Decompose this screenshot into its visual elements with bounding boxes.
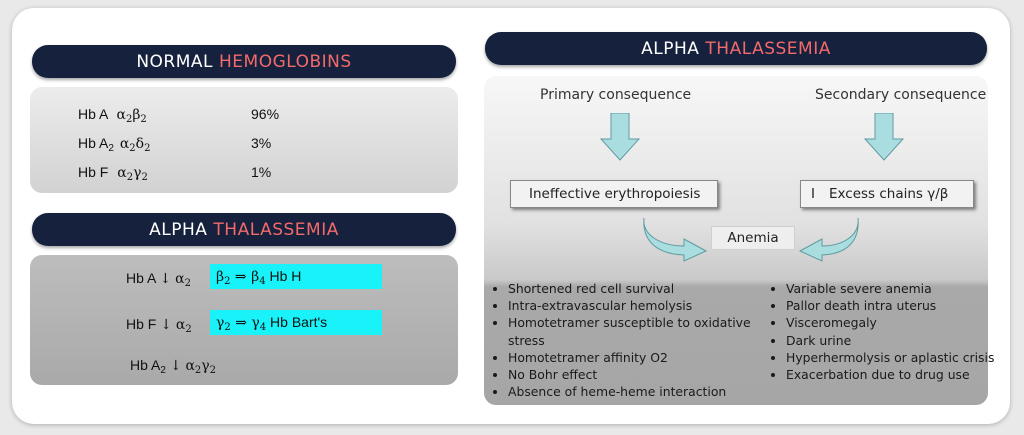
chain-sub: 4 xyxy=(259,322,267,333)
chain-sub: 2 xyxy=(194,365,202,376)
list-item: No Bohr effect xyxy=(508,366,770,383)
header-accent: THALASSEMIA xyxy=(705,38,831,59)
chain-sub: 2 xyxy=(224,322,231,333)
chain-sub: 2 xyxy=(224,276,231,287)
down-arrow-icon: ↓ xyxy=(159,271,172,287)
chain-sub: 2 xyxy=(184,278,191,289)
chain-beta: β xyxy=(251,269,260,285)
chain-sub: 4 xyxy=(259,276,266,287)
chain-sub: 2 xyxy=(144,143,151,154)
hb-barts-highlight: γ2 ⇒ γ4 Hb Bart's xyxy=(210,310,382,335)
hb-sub: 2 xyxy=(108,143,114,154)
list-item: Homotetramer affinity O2 xyxy=(508,349,770,366)
header-word: ALPHA xyxy=(641,38,700,59)
list-item: Homotetramer susceptible to oxidative st… xyxy=(508,314,770,348)
hb-a-deficit-row: Hb A ↓ α2 xyxy=(126,270,191,289)
header-accent: THALASSEMIA xyxy=(213,219,339,240)
hb-name: Hb A xyxy=(126,270,156,286)
chain-sub: 2 xyxy=(209,365,217,376)
list-item: Shortened red cell survival xyxy=(508,280,770,297)
header-word: ALPHA xyxy=(149,219,208,240)
hb-barts-label: Hb Bart's xyxy=(270,314,328,330)
implies-arrow-icon: ⇒ xyxy=(234,269,247,285)
hb-f-deficit-row: Hb F ↓ α2 xyxy=(126,316,192,335)
hb-name: Hb A xyxy=(78,135,109,151)
down-arrow-icon: ↓ xyxy=(169,358,182,374)
right-curved-arrow-icon xyxy=(798,217,859,262)
chain-alpha: α xyxy=(185,358,195,374)
implies-arrow-icon: ⇒ xyxy=(235,315,247,331)
secondary-down-arrow-icon xyxy=(864,113,904,161)
secondary-consequence-list: Variable severe anemia Pallor death intr… xyxy=(766,280,1008,383)
hb-h-highlight: β2 ⇒ β4 Hb H xyxy=(210,264,382,289)
primary-consequence-label: Primary consequence xyxy=(540,87,692,103)
header-accent: HEMOGLOBINS xyxy=(219,51,352,72)
chain-beta: β xyxy=(216,269,225,285)
chain-formula: α2γ2 xyxy=(185,358,217,376)
chain-formula: α2γ2 xyxy=(117,165,148,183)
list-item: Variable severe anemia xyxy=(786,280,1008,297)
chain-sub: 2 xyxy=(185,324,192,335)
list-item: Dark urine xyxy=(786,332,1008,349)
tetramer-formula: γ2 ⇒ γ4 xyxy=(216,315,267,333)
chain-formula: α2 xyxy=(175,317,192,335)
hb-a2-row: Hb A2 α2δ2 xyxy=(78,135,150,154)
normal-hemoglobins-header: NORMAL HEMOGLOBINS xyxy=(32,45,456,78)
hb-a-percent: 96% xyxy=(251,106,280,122)
hb-sub: 2 xyxy=(160,365,166,376)
excess-chains-label: Excess chains γ/β xyxy=(828,186,949,202)
list-item: Exacerbation due to drug use xyxy=(786,366,1008,383)
cursor-mark: I xyxy=(811,186,815,202)
chain-formula: α2 xyxy=(175,271,191,289)
list-item: Absence of heme-heme interaction xyxy=(508,383,770,400)
chain-sub: 2 xyxy=(126,172,134,183)
hb-a-row: Hb A α2β2 xyxy=(78,106,147,125)
excess-chains-box: I Excess chains γ/β xyxy=(800,180,974,208)
chain-alpha: α xyxy=(175,317,186,333)
secondary-consequence-label: Secondary consequence xyxy=(815,87,987,103)
hb-h-label: Hb H xyxy=(269,268,302,284)
hb-f-row: Hb F α2γ2 xyxy=(78,164,148,183)
chain-formula: α2δ2 xyxy=(119,136,151,154)
tetramer-formula: β2 ⇒ β4 xyxy=(216,269,266,287)
chain-gamma: γ xyxy=(216,315,225,331)
list-item: Intra-extravascular hemolysis xyxy=(508,297,770,314)
hb-f-percent: 1% xyxy=(251,164,272,180)
list-item: Pallor death intra uterus xyxy=(786,297,1008,314)
chain-alpha: α xyxy=(116,107,126,123)
chain-sub: 2 xyxy=(125,114,133,125)
hb-a2-percent: 3% xyxy=(251,135,272,151)
hb-a2-deficit-row: Hb A2 ↓ α2γ2 xyxy=(130,357,216,376)
anemia-label: Anemia xyxy=(727,230,779,246)
chain-alpha: α xyxy=(175,271,185,287)
chain-sub: 2 xyxy=(140,114,147,125)
header-word: NORMAL xyxy=(136,51,213,72)
ineffective-erythropoiesis-label: Ineffective erythropoiesis xyxy=(529,186,701,202)
chain-gamma: γ xyxy=(251,315,260,331)
hb-name: Hb F xyxy=(126,316,157,332)
primary-down-arrow-icon xyxy=(600,113,640,161)
chain-formula: α2β2 xyxy=(116,107,147,125)
ineffective-erythropoiesis-box: Ineffective erythropoiesis xyxy=(510,180,718,208)
chain-alpha: α xyxy=(119,136,130,152)
hb-name: Hb A xyxy=(130,357,161,373)
list-item: Hyperhermolysis or aplastic crisis xyxy=(786,349,1008,366)
list-item: Visceromegaly xyxy=(786,314,1008,331)
chain-sub: 2 xyxy=(141,172,148,183)
anemia-box: Anemia xyxy=(711,226,795,250)
chain-delta: δ xyxy=(135,136,145,152)
normal-hemoglobins-panel xyxy=(30,87,458,193)
down-arrow-icon: ↓ xyxy=(160,317,172,333)
chain-alpha: α xyxy=(117,165,127,181)
chain-gamma: γ xyxy=(201,358,210,374)
chain-gamma: γ xyxy=(133,165,142,181)
hb-name: Hb F xyxy=(78,164,109,180)
chain-beta: β xyxy=(132,107,141,123)
chain-sub: 2 xyxy=(129,143,136,154)
primary-consequence-list: Shortened red cell survival Intra-extrav… xyxy=(488,280,770,400)
hb-name: Hb A xyxy=(78,106,108,122)
left-curved-arrow-icon xyxy=(643,217,708,262)
